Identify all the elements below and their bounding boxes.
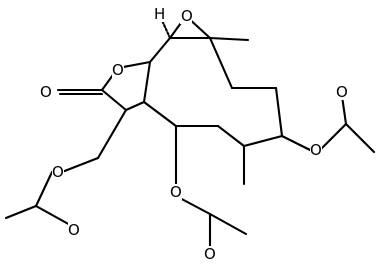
atom-o-carbonyl-bottom: O — [204, 245, 216, 263]
atom-labels: O H O O O O O O O O — [40, 5, 348, 263]
atom-h-top: H — [154, 5, 165, 23]
bond-methyl-top — [208, 36, 250, 42]
bond-ring-9 — [148, 36, 172, 64]
atom-o-epoxide: O — [181, 7, 193, 25]
bond-bottom-4 — [208, 212, 248, 236]
bond-right-4 — [344, 122, 376, 154]
atom-o-ester-bottom: O — [170, 183, 182, 201]
atom-o-lactone-ring: O — [112, 61, 124, 79]
atom-o-carbonyl-right: O — [336, 83, 348, 101]
bond-ring-1 — [208, 36, 234, 90]
bond-left-4 — [34, 204, 74, 228]
bond-right-1 — [280, 134, 312, 152]
atom-o-lactone-carbonyl: O — [40, 83, 52, 101]
bond-left-3 — [34, 170, 54, 208]
bond-left-1 — [96, 108, 128, 160]
bond-lactone-4 — [124, 100, 146, 112]
bond-right-2 — [318, 122, 348, 152]
atom-o-carbonyl-left: O — [68, 221, 80, 239]
atom-o-ester-left: O — [52, 163, 64, 181]
bond-left-5 — [4, 204, 38, 220]
bond-ring-4 — [242, 134, 284, 148]
atom-o-ester-right: O — [310, 141, 322, 159]
bond-ring-3 — [274, 86, 284, 138]
bond-ring-7 — [142, 100, 178, 128]
bond-ring-5 — [216, 124, 246, 148]
bond-left-2 — [60, 156, 100, 174]
bond-ring-8 — [142, 60, 152, 104]
bond-lactone-3 — [100, 88, 128, 112]
bond-right-3 — [340, 94, 348, 126]
bond-lines — [4, 14, 376, 248]
